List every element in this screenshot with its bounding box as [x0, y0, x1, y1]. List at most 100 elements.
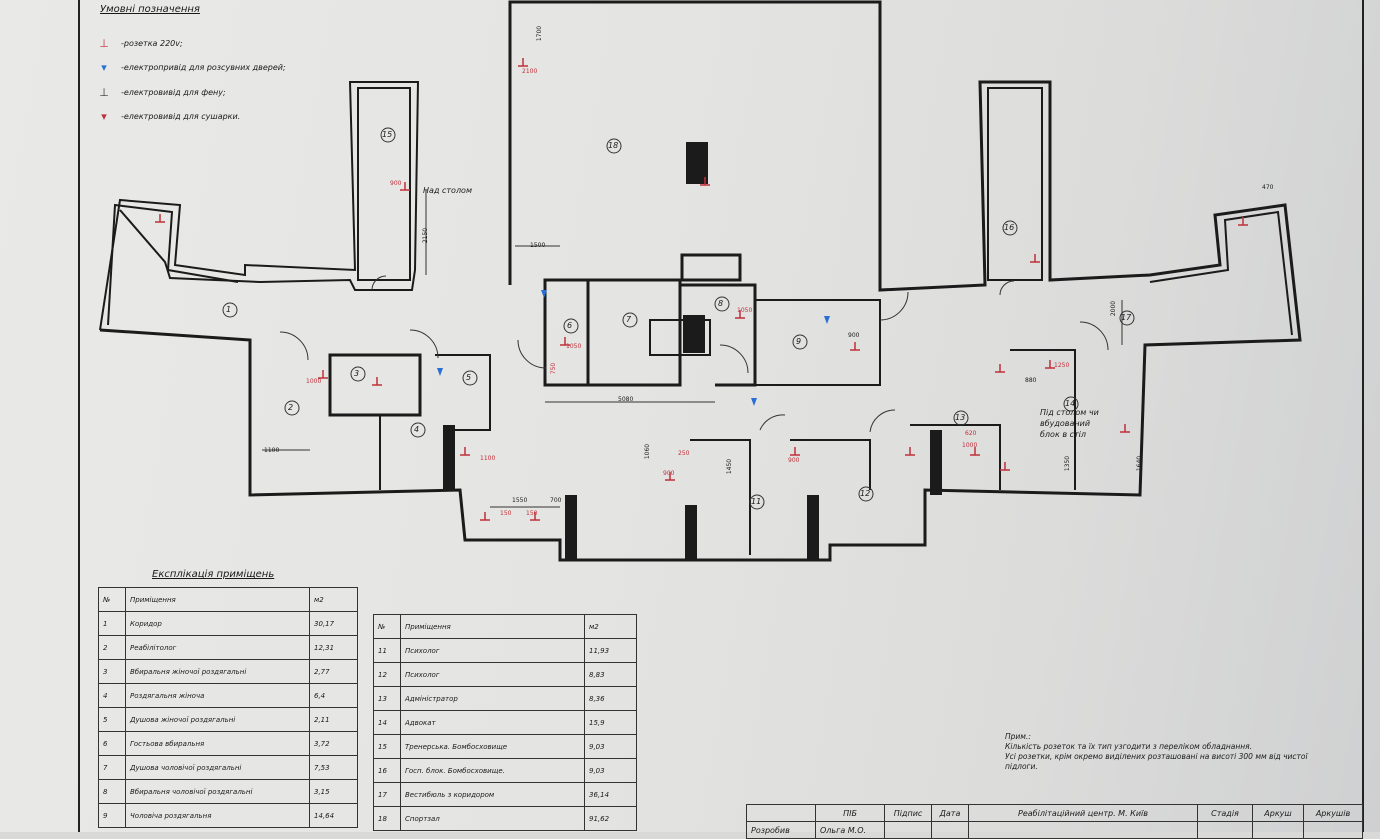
cell-num: 16 [373, 758, 401, 783]
room-number: 4 [414, 425, 420, 434]
legend-item-door-drive: ▾ -електропривід для розсувних дверей; [95, 60, 285, 74]
cell-area: 14,64 [309, 803, 358, 828]
floor-plan [99, 0, 1302, 562]
cell-room: Адвокат [400, 710, 585, 735]
cell-num: 11 [373, 638, 401, 663]
note-title: Прим.: [1005, 732, 1031, 741]
stamp-sheet: Аркуш [1252, 804, 1304, 822]
cell-num: 7 [98, 755, 126, 780]
frame-left-line [78, 0, 80, 832]
cell-room: Госп. блок. Бомбосховище. [400, 758, 585, 783]
legend-item-socket: ⊥ -розетка 220v; [95, 36, 182, 50]
cell-num: 4 [98, 683, 126, 708]
dimension-label: 1000 [962, 442, 978, 449]
table-header-row: № Приміщення м2 [98, 587, 358, 612]
cell-room: Адміністратор [400, 686, 585, 711]
cell-room: Вбиральня жіночої роздягальні [125, 659, 310, 684]
cell-num: 17 [373, 782, 401, 807]
cell-area: 2,77 [309, 659, 358, 684]
room-number: 14 [1065, 399, 1076, 408]
room-number: 6 [567, 321, 573, 330]
col-header-room: Приміщення [400, 614, 585, 639]
cell-num: 18 [373, 806, 401, 831]
cell-room: Вестибюль з коридором [400, 782, 585, 807]
cell-area: 3,72 [309, 731, 358, 756]
room-number: 16 [1004, 223, 1015, 232]
cell-room: Психолог [400, 662, 585, 687]
cell-num: 15 [373, 734, 401, 759]
legend-title: Умовні позначення [100, 4, 200, 15]
cell-area: 2,11 [309, 707, 358, 732]
dimension-label: 1100 [264, 447, 280, 454]
room-number: 5 [466, 373, 472, 382]
note-under-table-3: блок в стіл [1040, 430, 1086, 439]
dimension-label: 900 [848, 332, 860, 339]
room-number: 3 [354, 369, 360, 378]
dimension-label: 1250 [1054, 362, 1070, 369]
note-under-table-1: Під столом чи [1040, 408, 1099, 417]
cell-num: 5 [98, 707, 126, 732]
dimension-label: 1700 [536, 25, 544, 42]
note-above-table: Над столом [423, 186, 472, 195]
dimension-label: 2000 [1110, 300, 1118, 317]
stamp-project: Реабілітаційний центр. М. Київ [968, 804, 1198, 822]
dryer-outlet-icon: ▾ [101, 109, 107, 123]
stamp-stage: Стадія [1197, 804, 1253, 822]
dimension-label: 620 [965, 430, 977, 437]
dimension-label: 150 [500, 510, 512, 517]
note-line: Кількість розеток та їх тип узгодити з п… [1005, 742, 1253, 751]
socket-icon: ⊥ [99, 36, 109, 50]
stamp-sign: Підпис [884, 804, 932, 822]
room-number: 8 [718, 299, 724, 308]
cell-num: 14 [373, 710, 401, 735]
cell-num: 3 [98, 659, 126, 684]
dimension-label: 750 [550, 362, 558, 375]
table-header-row: № Приміщення м2 [373, 614, 637, 639]
dimension-label: 1100 [480, 455, 496, 462]
cell-area: 3,15 [309, 779, 358, 804]
room-number: 2 [288, 403, 294, 412]
frame-right-line [1362, 0, 1364, 832]
col-header-room: Приміщення [125, 587, 310, 612]
cell-room: Чоловіча роздягальня [125, 803, 310, 828]
cell-room: Психолог [400, 638, 585, 663]
dimension-label: 1350 [1064, 455, 1072, 472]
explication-title: Експлікація приміщень [152, 569, 275, 580]
cell-num: 1 [98, 611, 126, 636]
dimension-label: 1450 [726, 458, 734, 475]
note-line: Усі розетки, крім окремо виділених розта… [1005, 752, 1308, 761]
legend-item-dryer: ▾ -електровивід для сушарки. [95, 109, 240, 123]
cell-room: Тренерська. Бомбосховище [400, 734, 585, 759]
note-under-table-2: вбудований [1040, 419, 1091, 428]
title-block: ПІБ Підпис Дата Реабілітаційний центр. М… [746, 804, 1363, 839]
dimension-label: 1640 [1136, 455, 1144, 472]
stamp-sheets: Аркушів [1303, 804, 1363, 822]
cell-area: 36,14 [584, 782, 637, 807]
cell-area: 12,31 [309, 635, 358, 660]
dimension-label: 900 [663, 470, 675, 477]
dimension-label: 1050 [566, 343, 582, 350]
cell-area: 7,53 [309, 755, 358, 780]
room-number: 12 [860, 489, 871, 498]
cell-area: 11,93 [584, 638, 637, 663]
dimension-label: 1550 [512, 497, 528, 504]
dimension-label: 1050 [737, 307, 753, 314]
cell-area: 9,03 [584, 734, 637, 759]
cell-area: 30,17 [309, 611, 358, 636]
cell-room: Реабілітолог [125, 635, 310, 660]
cell-room: Спортзал [400, 806, 585, 831]
col-header-num: № [373, 614, 401, 639]
